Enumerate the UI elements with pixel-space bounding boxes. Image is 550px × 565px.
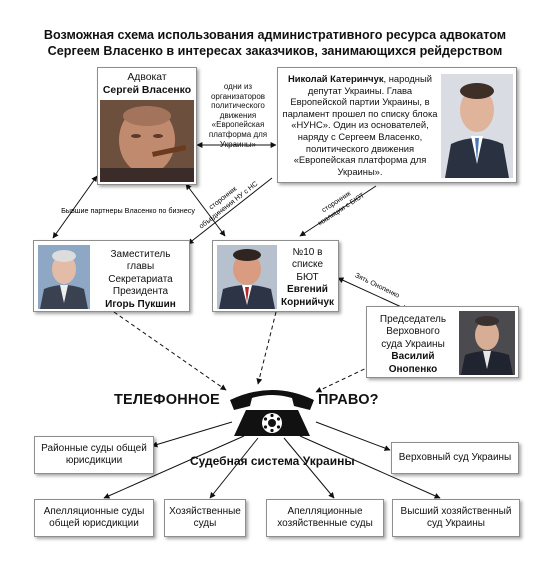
arrow-vlasenko-pukshin (52, 175, 98, 239)
court-high-economic-label: Высший хозяйственный суд Украины (400, 505, 512, 530)
pukshin-line: Секретариата (108, 273, 173, 285)
arrow-nuns-supporter (187, 177, 273, 245)
page-title: Возможная схема использования администра… (20, 27, 530, 59)
label-nuns-2: объединения НУ с НС (198, 180, 260, 231)
onopenko-line: Верховного (386, 326, 440, 338)
arrow-phone-high-economic (299, 435, 441, 499)
pukshin-name: Игорь Пукшин (105, 298, 176, 310)
korniychuk-photo (217, 245, 277, 309)
katerinchuk-line-1-rest: , народный (383, 73, 432, 84)
court-appeal-general-label: Апелляционные суды общей юрисдикции (43, 505, 145, 530)
organizers-note-line: организаторов (210, 91, 266, 101)
arrow-phone-appeal-economic (283, 437, 335, 499)
organizers-note-line: политического (211, 101, 265, 111)
arrow-phone-supreme (315, 421, 391, 451)
court-economic-label: Хозяйственные суды (169, 505, 241, 530)
arrow-korniychuk-onopenko (337, 277, 409, 311)
phone-law-left: ТЕЛЕФОННОЕ (114, 392, 220, 408)
arrow-phone-economic (209, 437, 259, 499)
court-appeal-economic: Апелляционные хозяйственные суды (266, 499, 384, 537)
dashed-korniychuk-phone (256, 311, 277, 385)
dashed-pukshin-phone (113, 311, 227, 391)
court-district: Районные суды общей юрисдикции (34, 436, 154, 474)
katerinchuk-line-1: Николай Катеринчук, народный (282, 73, 438, 85)
arrow-phone-district (151, 421, 233, 448)
court-appeal-economic-label: Апелляционные хозяйственные суды (277, 505, 373, 530)
pukshin-line: Президента (112, 286, 169, 298)
title-line-2: Сергеем Власенко в интересах заказчиков,… (47, 44, 503, 58)
organizers-note-line: Украины» (219, 139, 257, 149)
court-economic: Хозяйственные суды (164, 499, 246, 537)
katerinchuk-line: депутат Украины. Глава (307, 84, 413, 96)
organizers-note-line: движения (219, 110, 257, 120)
arrow-phone-appeal-general (103, 435, 245, 499)
katerinchuk-photo (441, 74, 513, 178)
korniychuk-line: БЮТ (296, 271, 319, 283)
telephone-icon (230, 390, 314, 436)
onopenko-name-first: Василий (391, 351, 435, 363)
onopenko-card: Председатель Верховного суда Украины Вас… (366, 306, 519, 378)
onopenko-line: Председатель (379, 314, 447, 325)
katerinchuk-card: Николай Катеринчук, народный депутат Укр… (277, 67, 517, 183)
title-line-1: Возможная схема использования администра… (43, 28, 507, 42)
phone-law-right: ПРАВО? (318, 392, 379, 408)
court-supreme-label: Верховный суд Украины (398, 451, 512, 463)
katerinchuk-line: «НУНС». Один из основателей, (291, 119, 429, 131)
onopenko-photo (459, 311, 515, 375)
katerinchuk-line: наряду с Сергеем Власенко, (297, 130, 423, 142)
vlasenko-photo (100, 100, 194, 182)
arrow-byut-supporter (299, 185, 377, 237)
katerinchuk-line: Европейской партии Украины, в (290, 96, 430, 108)
pukshin-photo (38, 245, 90, 309)
vlasenko-name: Сергей Власенко (102, 84, 192, 96)
pukshin-card: Заместитель главы Секретариата Президент… (33, 240, 190, 312)
organizers-note: одни из организаторов политического движ… (206, 82, 270, 149)
vlasenko-card: Адвокат Сергей Власенко (97, 67, 197, 185)
court-district-label: Районные суды общей юрисдикции (41, 442, 147, 467)
organizers-note-line: «Европейская (211, 120, 265, 130)
korniychuk-line: списке (291, 259, 324, 271)
katerinchuk-line: парламент прошел по списку блока (282, 107, 438, 119)
katerinchuk-line: политического движения (305, 142, 415, 154)
korniychuk-card: №10 в списке БЮТ Евгений Корнийчук (212, 240, 339, 312)
court-supreme: Верховный суд Украины (391, 442, 519, 474)
pukshin-line: Заместитель (110, 249, 171, 260)
katerinchuk-line: Украины». (337, 165, 383, 177)
judicial-system-label: Судебная система Украины (190, 454, 355, 468)
onopenko-line: суда Украины (381, 338, 445, 350)
arrow-vlasenko-korniychuk (185, 183, 226, 237)
katerinchuk-name: Николай Катеринчук (288, 73, 384, 84)
court-appeal-general: Апелляционные суды общей юрисдикции (34, 499, 154, 537)
onopenko-name-last: Онопенко (388, 363, 438, 375)
label-former-partners: Бывшие партнеры Власенко по бизнесу (61, 206, 195, 215)
court-high-economic: Высший хозяйственный суд Украины (392, 499, 520, 537)
korniychuk-line: №10 в (292, 247, 323, 258)
pukshin-line: главы (126, 261, 155, 273)
organizers-note-line: платформа для (208, 129, 268, 139)
vlasenko-role: Адвокат (127, 72, 167, 83)
korniychuk-name-first: Евгений (287, 284, 328, 296)
katerinchuk-line: «Европейская платформа для (293, 154, 427, 166)
korniychuk-name-last: Корнийчук (280, 296, 335, 308)
organizers-note-line: одни из (223, 82, 253, 91)
